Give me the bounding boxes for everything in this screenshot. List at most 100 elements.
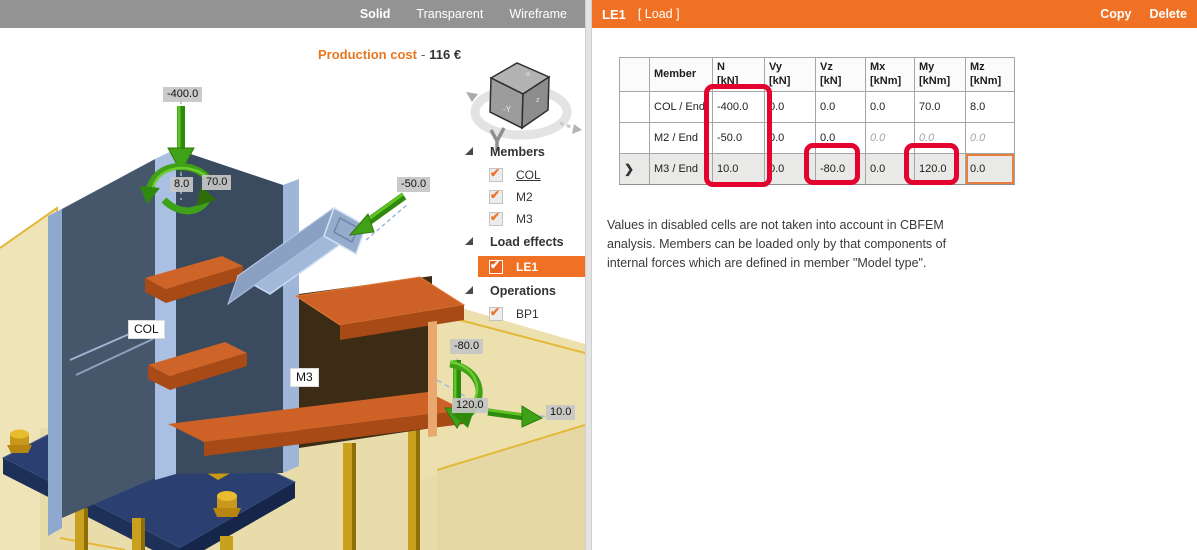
anchor-bolt[interactable] [7, 429, 32, 454]
tree-item-bp1[interactable]: ✔ BP1 [456, 303, 585, 325]
collapse-triangle-icon[interactable] [465, 286, 473, 294]
model-tree: Members ✔ COL ✔ M2 ✔ M3 Load effects [456, 140, 585, 325]
cell-vy[interactable]: 0.0 [764, 121, 816, 154]
member-m2[interactable] [226, 203, 409, 306]
cell-vz[interactable]: 0.0 [815, 90, 866, 123]
load-arrow-n-top [167, 106, 195, 174]
beam-m3[interactable] [168, 276, 466, 456]
load-value-my-end: 120.0 [452, 398, 488, 413]
member-label-m3: M3 [290, 368, 319, 387]
anchor-bolt[interactable] [213, 491, 241, 517]
row-selector-active[interactable]: ❯ [619, 152, 650, 185]
production-cost: Production cost-116 € [318, 47, 461, 62]
tree-item-le1[interactable]: ✔ LE1 [478, 256, 585, 277]
cell-n[interactable]: -50.0 [712, 121, 765, 154]
load-arrow-moments-top [140, 162, 216, 215]
load-effect-title: LE1 [602, 6, 626, 22]
tree-section-load-effects[interactable]: Load effects [456, 230, 585, 254]
tree-section-load-effects-label: Load effects [490, 235, 564, 249]
check-icon: ✔ [490, 257, 501, 272]
cell-vy[interactable]: 0.0 [764, 152, 816, 185]
cell-mx[interactable]: 0.0 [865, 90, 915, 123]
col-header-my: My[kNm] [914, 57, 966, 92]
cell-mz[interactable]: 8.0 [965, 90, 1015, 123]
check-icon: ✔ [490, 210, 501, 224]
tree-section-operations-label: Operations [490, 284, 556, 298]
tree-section-members-label: Members [490, 145, 545, 159]
copy-button[interactable]: Copy [1100, 7, 1132, 21]
load-value-n-top: -400.0 [163, 87, 203, 102]
load-arrow-n-end [487, 405, 544, 428]
cell-my[interactable]: 120.0 [914, 152, 966, 185]
anchor-rods [343, 428, 420, 550]
col-header-n: N[kN] [712, 57, 765, 92]
load-value-mx-top: 8.0 [170, 177, 194, 192]
checkbox-col[interactable]: ✔ [489, 166, 503, 182]
cell-my-disabled: 0.0 [914, 121, 966, 154]
cell-mz-focused[interactable]: 0.0 [965, 152, 1015, 185]
tree-section-operations[interactable]: Operations [456, 279, 585, 303]
cell-vz[interactable]: 0.0 [815, 121, 866, 154]
table-row-selected[interactable]: ❯ M3 / End 10.0 0.0 -80.0 0.0 120.0 0.0 [619, 152, 1015, 185]
solid-mode-button[interactable]: Solid [359, 7, 391, 21]
tree-item-col[interactable]: ✔ COL [456, 164, 585, 186]
cell-n[interactable]: -400.0 [712, 90, 765, 123]
production-cost-value: 116 € [429, 47, 462, 62]
tree-item-col-label: COL [516, 168, 541, 182]
internal-forces-table: Member N[kN] Vy[kN] Vz[kN] Mx[kNm] My[kN… [619, 57, 1015, 185]
tree-item-m2[interactable]: ✔ M2 [456, 186, 585, 208]
cell-mx-disabled: 0.0 [865, 121, 915, 154]
production-cost-label: Production cost [318, 47, 417, 62]
cell-my[interactable]: 70.0 [914, 90, 966, 123]
checkbox-m2[interactable]: ✔ [489, 188, 503, 204]
cell-mx[interactable]: 0.0 [865, 152, 915, 185]
col-header-member: Member [649, 57, 713, 92]
load-value-my-top: 70.0 [202, 175, 232, 190]
check-icon: ✔ [490, 188, 501, 202]
tree-item-m3-label: M3 [516, 212, 533, 226]
checkbox-le1[interactable]: ✔ [489, 260, 503, 274]
cell-vy[interactable]: 0.0 [764, 90, 816, 123]
delete-button[interactable]: Delete [1149, 7, 1187, 21]
transparent-mode-button[interactable]: Transparent [416, 7, 484, 21]
cell-n[interactable]: 10.0 [712, 152, 765, 185]
render-mode-toolbar: Solid Transparent Wireframe [0, 0, 585, 28]
load-effect-header: LE1 [ Load ] Copy Delete [592, 0, 1197, 28]
cell-member: M2 / End [649, 121, 713, 154]
cell-mz-disabled: 0.0 [965, 121, 1015, 154]
properties-pane: LE1 [ Load ] Copy Delete Member N[kN] Vy… [592, 0, 1197, 550]
cell-vz[interactable]: -80.0 [815, 152, 866, 185]
3d-scene: -Y z -x [0, 62, 585, 550]
collapse-triangle-icon[interactable] [465, 147, 473, 155]
pane-splitter[interactable] [585, 0, 592, 550]
col-header-mz: Mz[kNm] [965, 57, 1015, 92]
table-row[interactable]: M2 / End -50.0 0.0 0.0 0.0 0.0 0.0 [619, 121, 1015, 154]
tree-section-members[interactable]: Members [456, 140, 585, 164]
wireframe-mode-button[interactable]: Wireframe [509, 7, 567, 21]
col-header-vz: Vz[kN] [815, 57, 866, 92]
row-selector[interactable] [619, 90, 650, 123]
cell-member: M3 / End [649, 152, 713, 185]
tree-item-m2-label: M2 [516, 190, 533, 204]
anchor-rods-front [75, 508, 233, 550]
svg-text:-x: -x [524, 71, 530, 78]
check-icon: ✔ [490, 305, 501, 319]
checkbox-bp1[interactable]: ✔ [489, 305, 503, 321]
column-col[interactable] [48, 149, 299, 536]
table-row[interactable]: COL / End -400.0 0.0 0.0 0.0 70.0 8.0 [619, 90, 1015, 123]
cell-member: COL / End [649, 90, 713, 123]
collapse-triangle-icon[interactable] [465, 237, 473, 245]
disabled-cells-note: Values in disabled cells are not taken i… [607, 218, 947, 270]
col-header-mx: Mx[kNm] [865, 57, 915, 92]
checkbox-m3[interactable]: ✔ [489, 210, 503, 226]
view-cube[interactable]: -Y z -x [466, 62, 582, 151]
row-selector[interactable] [619, 121, 650, 154]
check-icon: ✔ [490, 166, 501, 180]
tree-item-m3[interactable]: ✔ M3 [456, 208, 585, 230]
view-pane: Solid Transparent Wireframe [0, 0, 585, 550]
tree-item-le1-label: LE1 [516, 259, 539, 274]
load-value-n-end: 10.0 [546, 405, 576, 420]
3d-viewport[interactable]: -Y z -x Production cost-116 € COL M3 -40… [0, 28, 585, 550]
svg-text:z: z [536, 97, 540, 104]
